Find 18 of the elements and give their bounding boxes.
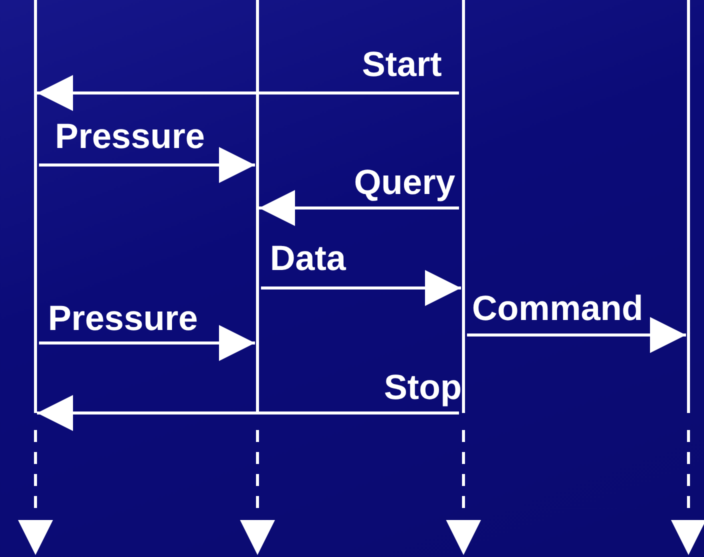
message-arrow (39, 325, 255, 361)
message-arrow (39, 147, 255, 183)
lifeline (256, 0, 259, 413)
message-arrow (467, 317, 686, 353)
message-label: Query (354, 164, 456, 202)
message-label: Pressure (48, 300, 198, 338)
message-arrow (37, 75, 459, 111)
lifeline (687, 0, 690, 413)
message-label: Pressure (55, 118, 205, 156)
message-label: Stop (384, 369, 462, 407)
message-label: Data (270, 240, 346, 278)
message-arrow (261, 270, 461, 306)
message-label: Command (472, 290, 644, 328)
message-arrow (37, 395, 459, 431)
message-label: Start (362, 46, 442, 84)
lifeline (462, 0, 465, 413)
lifeline (34, 0, 37, 413)
message-arrow (259, 190, 459, 226)
